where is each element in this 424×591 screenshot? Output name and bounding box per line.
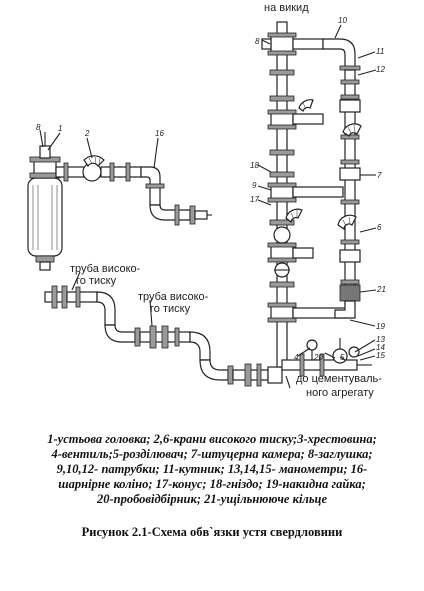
- callout-2: 2: [84, 129, 90, 138]
- label-cement-a: до цементуваль-: [296, 373, 382, 385]
- callout-1: 1: [58, 124, 62, 133]
- legend-line: 1-устьова головка; 2,6-крани високого ти…: [47, 432, 377, 446]
- manifold-right-column: [285, 38, 362, 319]
- callout-21: 21: [376, 285, 386, 294]
- diagram-labels: на викид труба високо- го тиску труба ви…: [70, 2, 382, 399]
- wellhead-unit: [27, 132, 212, 271]
- legend-line: шарнірне коліно; 17-конус; 18-гніздо; 19…: [58, 477, 366, 491]
- label-hp-pipe-2b: го тиску: [150, 303, 191, 315]
- callout-numbers: 8 10 11 12 7 18 9 17 6 21 19 13 14 15 4 …: [36, 16, 386, 362]
- callout-18: 18: [250, 161, 259, 170]
- callout-15: 15: [376, 351, 385, 360]
- callout-19: 19: [376, 322, 385, 331]
- label-hp-pipe-2a: труба високо-: [138, 291, 209, 303]
- callout-5: 5: [340, 353, 345, 362]
- legend-line: 4-вентиль;5-розділювач; 7-штуцерна камер…: [51, 447, 373, 461]
- callout-8-left: 8: [36, 123, 41, 132]
- leader-lines: [39, 24, 377, 389]
- figure-legend: 1-устьова головка; 2,6-крани високого ти…: [8, 432, 416, 507]
- callout-16: 16: [155, 129, 164, 138]
- legend-line: 9,10,12- патрубки; 11-кутник; 13,14,15- …: [56, 462, 368, 476]
- high-pressure-line: [44, 285, 283, 387]
- callout-4: 4: [294, 353, 299, 362]
- bottom-fittings: [281, 338, 372, 377]
- callout-14: 14: [376, 343, 385, 352]
- label-outlet: на викид: [264, 2, 309, 14]
- label-cement-b: ного агрегату: [306, 387, 374, 399]
- callout-20: 20: [313, 353, 323, 362]
- manifold-column: [261, 21, 349, 368]
- callout-7: 7: [377, 171, 382, 180]
- label-hp-pipe-1a: труба високо-: [70, 263, 141, 275]
- callout-8-top: 8: [255, 37, 260, 46]
- callout-10: 10: [338, 16, 347, 25]
- label-hp-pipe-1b: го тиску: [76, 275, 117, 287]
- figure-caption: Рисунок 2.1-Схема обв`язки устя свердлов…: [81, 525, 343, 539]
- callout-12: 12: [376, 65, 385, 74]
- callout-11: 11: [376, 47, 384, 56]
- callout-6: 6: [377, 223, 382, 232]
- wellhead-piping-diagram: на викид труба високо- го тиску труба ви…: [27, 2, 386, 399]
- callout-13: 13: [376, 335, 385, 344]
- callout-17: 17: [250, 195, 259, 204]
- callout-9: 9: [252, 181, 257, 190]
- legend-line: 20-пробовідбірник; 21-ущільнююче кільце: [96, 492, 328, 506]
